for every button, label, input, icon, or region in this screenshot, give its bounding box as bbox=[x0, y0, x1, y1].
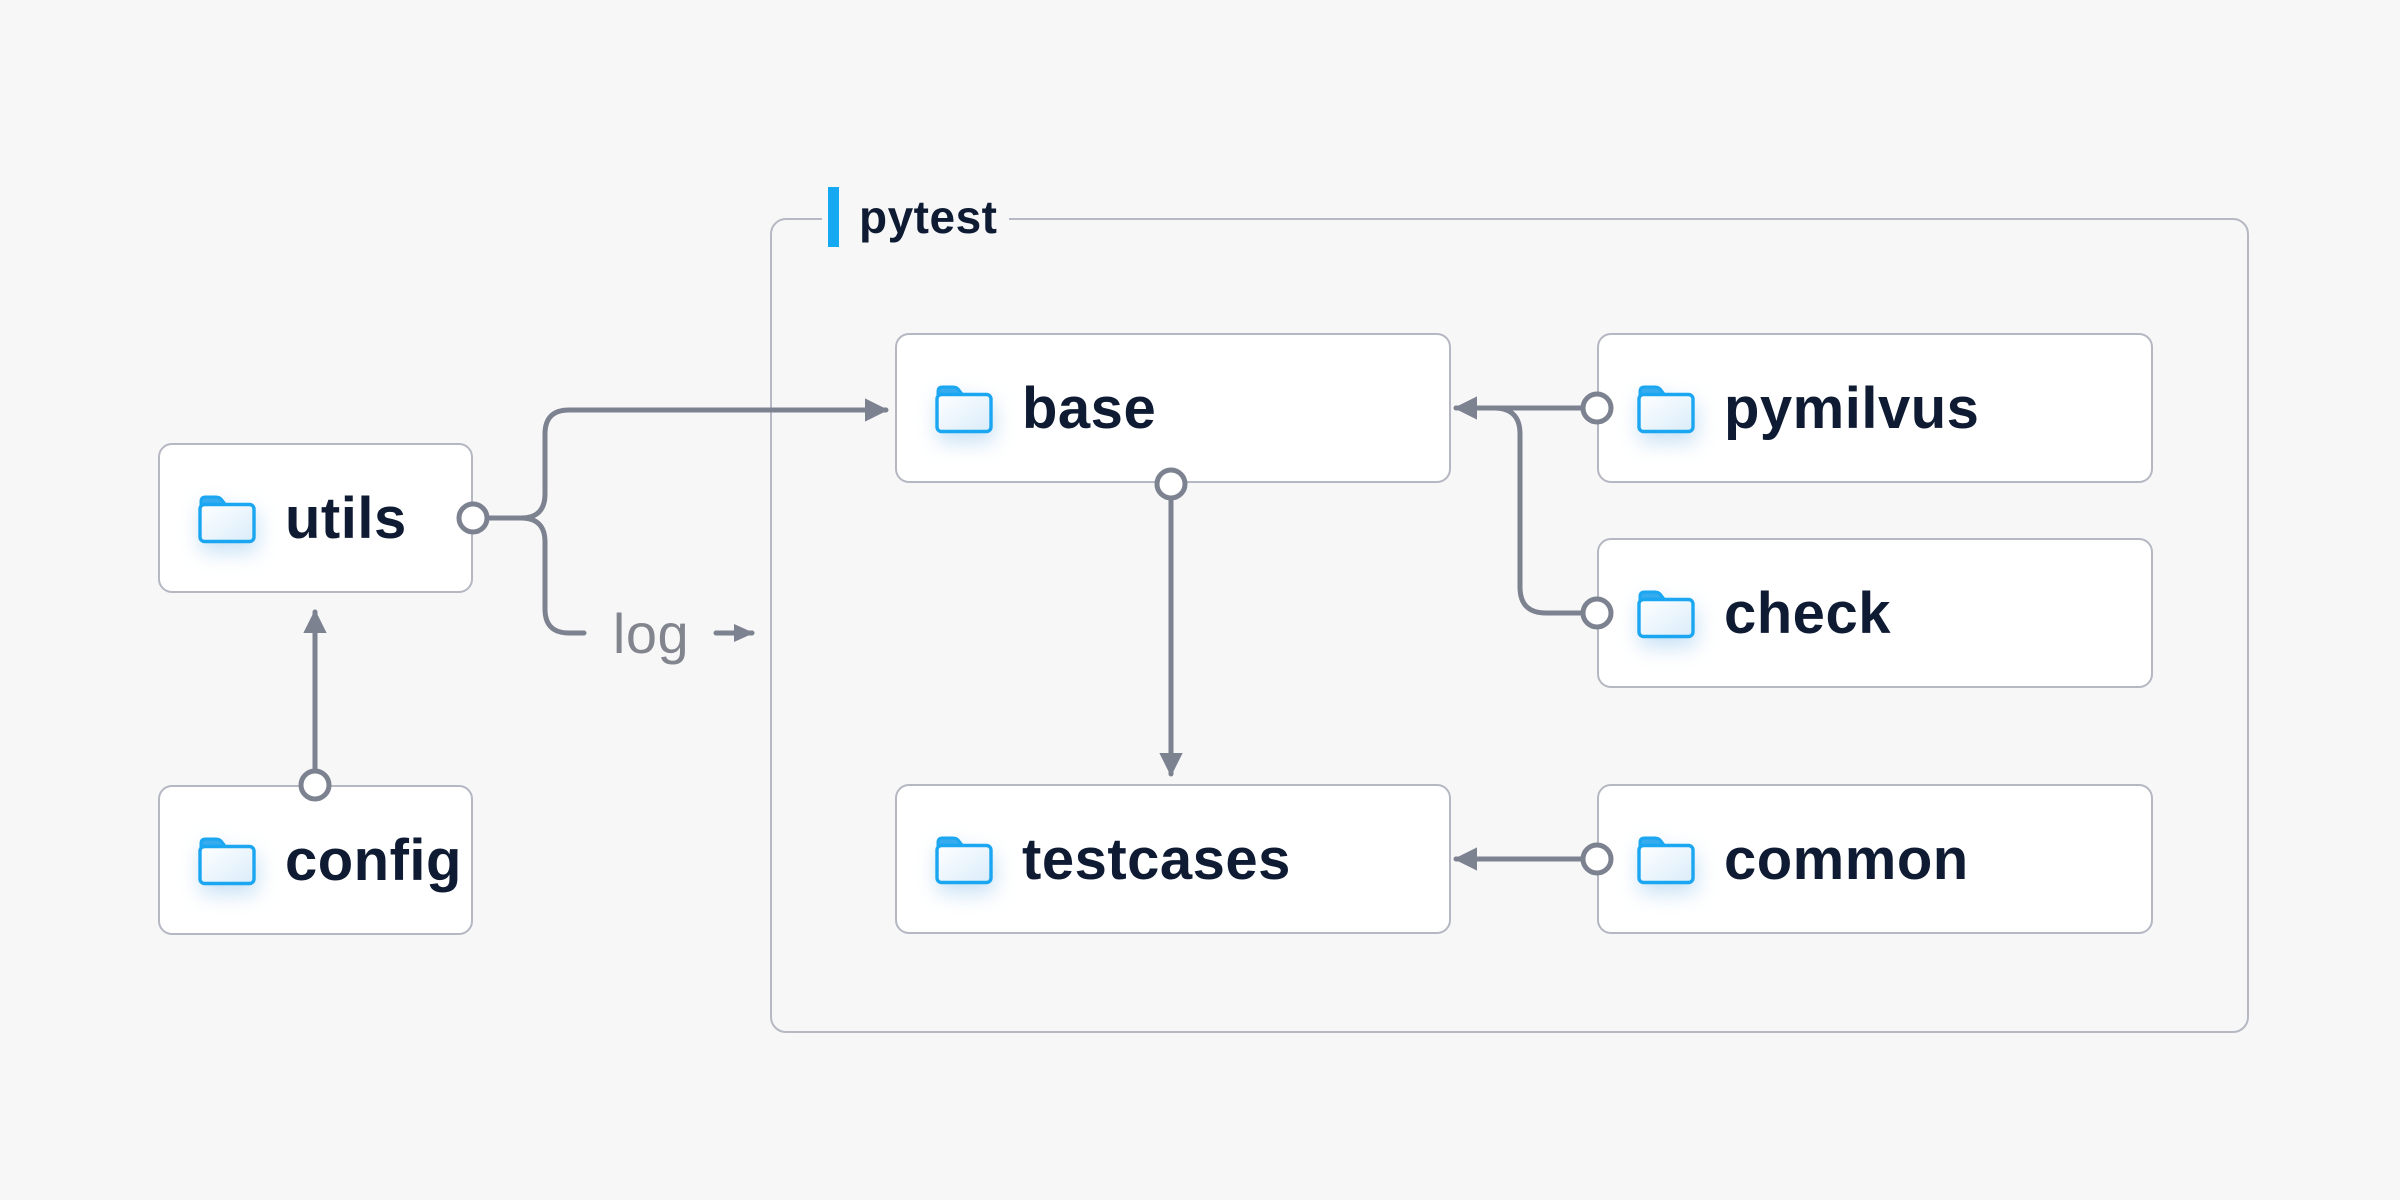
pytest-group-container bbox=[770, 218, 2249, 1033]
node-common: common bbox=[1597, 784, 2153, 934]
node-testcases: testcases bbox=[895, 784, 1451, 934]
node-label: config bbox=[285, 827, 462, 893]
folder-icon bbox=[1637, 836, 1695, 884]
node-label: utils bbox=[285, 485, 407, 551]
node-pymilvus: pymilvus bbox=[1597, 333, 2153, 483]
node-label: pymilvus bbox=[1724, 375, 1980, 441]
node-config: config bbox=[158, 785, 473, 935]
node-label: testcases bbox=[1022, 826, 1291, 892]
node-label: base bbox=[1022, 375, 1157, 441]
node-label: check bbox=[1724, 580, 1891, 646]
node-label: common bbox=[1724, 826, 1969, 892]
accent-bar bbox=[828, 187, 839, 247]
node-base: base bbox=[895, 333, 1451, 483]
folder-icon bbox=[198, 837, 256, 885]
folder-icon bbox=[935, 836, 993, 884]
folder-icon bbox=[1637, 385, 1695, 433]
node-utils: utils bbox=[158, 443, 473, 593]
folder-icon bbox=[198, 495, 256, 543]
folder-icon bbox=[935, 385, 993, 433]
pytest-group-label-text: pytest bbox=[859, 191, 998, 243]
edge-utils-log bbox=[518, 515, 587, 636]
edge-label-log: log bbox=[612, 601, 690, 665]
node-check: check bbox=[1597, 538, 2153, 688]
folder-icon bbox=[1637, 590, 1695, 638]
pytest-group-label: pytest bbox=[822, 186, 1010, 248]
